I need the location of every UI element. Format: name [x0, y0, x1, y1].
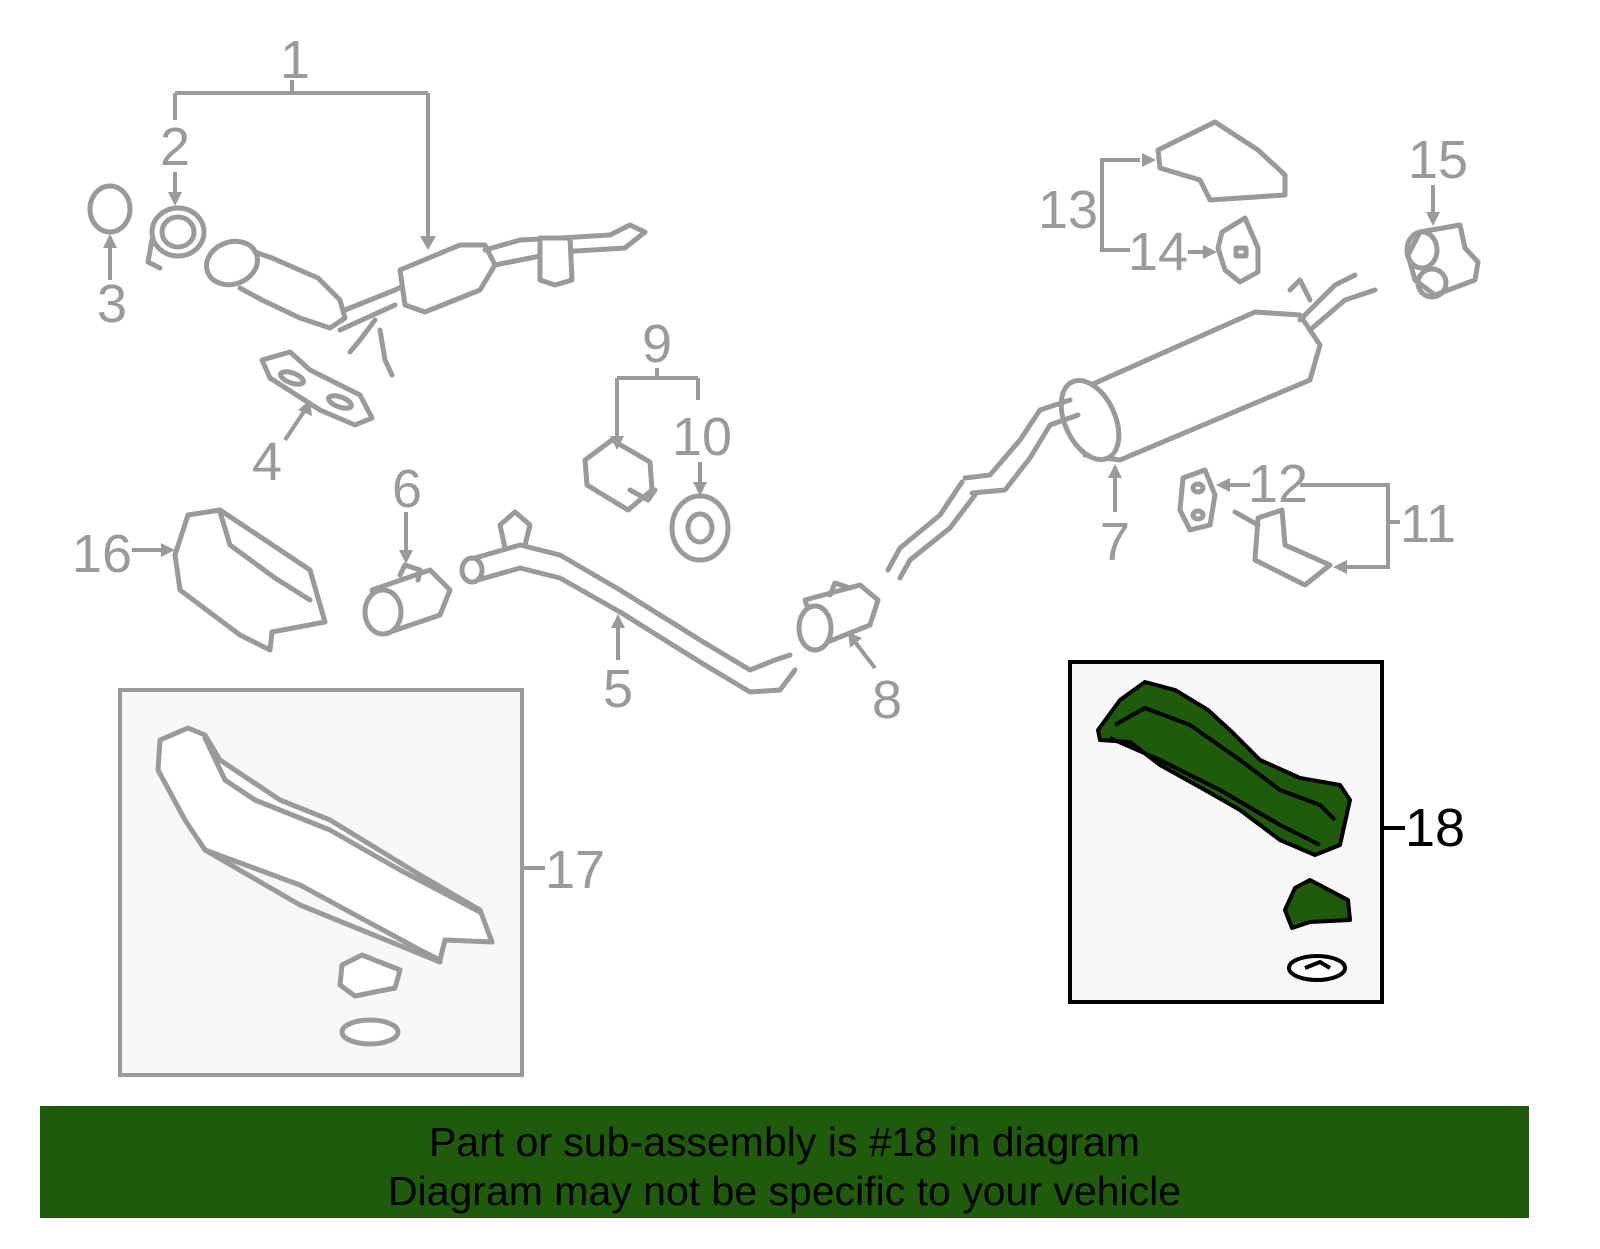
callout-9: 9: [642, 314, 672, 374]
part-14-hanger-insulator[interactable]: [1215, 215, 1261, 285]
callout-6: 6: [392, 459, 422, 519]
callout-15: 15: [1408, 130, 1468, 190]
part-5-intermediate-pipe[interactable]: [459, 509, 798, 695]
part-9-hanger[interactable]: [582, 437, 658, 513]
part-17-heat-shield-box[interactable]: [118, 688, 524, 1077]
leader-lines: [103, 80, 1440, 870]
callout-17: 17: [545, 840, 605, 900]
info-banner: Part or sub-assembly is #18 in diagram D…: [40, 1106, 1529, 1218]
banner-line-2: Diagram may not be specific to your vehi…: [387, 1168, 1181, 1214]
part-7-muffler[interactable]: [885, 272, 1378, 581]
callout-12: 12: [1248, 454, 1308, 514]
part-11-bracket[interactable]: [1232, 507, 1333, 588]
callout-1: 1: [280, 30, 310, 90]
callout-5: 5: [603, 659, 633, 719]
callout-3: 3: [97, 274, 127, 334]
part-13-heat-shield[interactable]: [1155, 119, 1288, 203]
callout-16: 16: [72, 524, 132, 584]
callout-8: 8: [872, 670, 902, 730]
part-3-gasket[interactable]: [87, 183, 133, 235]
part-8-band-clamp[interactable]: [796, 580, 881, 653]
callout-7: 7: [1100, 512, 1130, 572]
callout-13: 13: [1038, 180, 1098, 240]
part-10-insulator[interactable]: [669, 493, 731, 563]
part-1-front-pipe[interactable]: [200, 222, 648, 378]
callout-2: 2: [160, 117, 190, 177]
part-16-heat-shield[interactable]: [172, 507, 328, 653]
callout-4: 4: [252, 432, 282, 492]
part-2-clamp[interactable]: [145, 205, 207, 271]
part-15-exhaust-tip[interactable]: [1404, 222, 1481, 300]
part-12-insulator[interactable]: [1177, 467, 1218, 533]
callout-18: 18: [1405, 798, 1465, 858]
part-4-flange-gasket[interactable]: [259, 349, 375, 428]
part-18-heat-shield-highlighted[interactable]: [1068, 660, 1384, 1004]
callout-11: 11: [1400, 494, 1456, 554]
callout-14: 14: [1128, 222, 1188, 282]
callout-numbers: 1 2 3 4 5 6 7 8 9 10 11 12 13 14 15 16 1…: [72, 30, 1468, 900]
banner-line-1: Part or sub-assembly is #18 in diagram: [429, 1119, 1140, 1165]
callout-10: 10: [672, 407, 732, 467]
part-6-band-clamp[interactable]: [362, 562, 453, 637]
